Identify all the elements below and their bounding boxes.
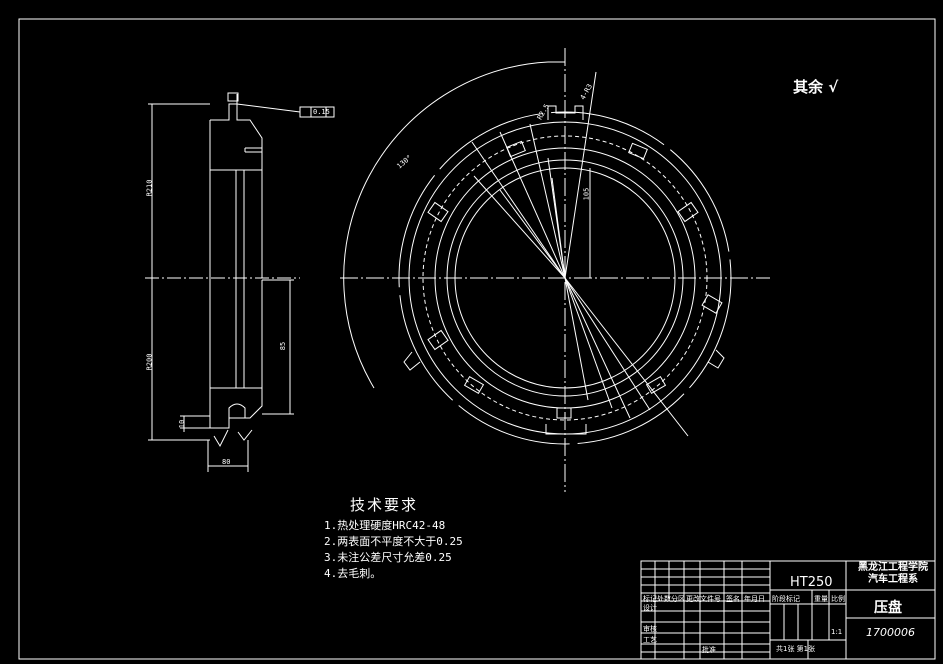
dim-right-height: 85 — [279, 341, 288, 351]
tb-header-1: 处数 — [657, 595, 671, 603]
dim-top-height: R210 — [145, 179, 154, 197]
tech-requirement-4: 4.去毛刺。 — [324, 567, 382, 580]
tb-row-design: 设计 — [643, 604, 657, 612]
side-section-view — [145, 92, 335, 472]
roughness-label: 其余 — [793, 78, 824, 96]
dim-front-radius: 105 — [582, 187, 591, 201]
dim-small: 10 — [178, 419, 187, 429]
part-name: 压盘 — [874, 600, 902, 616]
tech-requirement-1: 1.热处理硬度HRC42-48 — [324, 519, 446, 532]
tb-row-approve: 批准 — [702, 646, 716, 654]
tb-header-2: 分区 — [671, 595, 685, 603]
title-block — [640, 560, 936, 660]
roughness-note: 其余 √ — [793, 76, 838, 97]
sheet-border — [18, 18, 936, 660]
sheet-info: 共1张 第1张 — [776, 645, 816, 653]
tb-scale-header: 比例 — [831, 595, 845, 603]
tb-header-4: 签名 — [726, 595, 740, 603]
material-label: HT250 — [790, 575, 833, 590]
tb-header-5: 年月日 — [744, 595, 765, 603]
tech-requirements-title: 技术要求 — [350, 496, 419, 514]
dim-bottom-height: R200 — [145, 353, 154, 371]
roughness-symbol: √ — [828, 78, 839, 96]
dim-tolerance: 0.15 — [313, 108, 330, 116]
tech-requirement-2: 2.两表面不平度不大于0.25 — [324, 535, 463, 548]
department-line: 汽车工程系 — [868, 574, 918, 585]
front-view — [340, 48, 770, 492]
tb-weight-header: 重量 — [814, 595, 828, 603]
scale-value: 1:1 — [831, 628, 843, 636]
school-line: 黑龙江工程学院 — [858, 562, 928, 573]
tb-header-3: 更改文件号 — [686, 595, 721, 603]
tb-row-review: 审核 — [643, 625, 657, 633]
drawing-code: 1700006 — [866, 626, 915, 639]
tb-stage-header: 阶段标记 — [772, 595, 800, 603]
tb-row-process: 工艺 — [643, 636, 657, 644]
dim-bottom-width: 80 — [222, 458, 231, 466]
tb-header-0: 标记 — [643, 595, 657, 603]
tech-requirement-3: 3.未注公差尺寸允差0.25 — [324, 551, 452, 564]
school-name: 黑龙江工程学院 汽车工程系 — [846, 562, 940, 586]
